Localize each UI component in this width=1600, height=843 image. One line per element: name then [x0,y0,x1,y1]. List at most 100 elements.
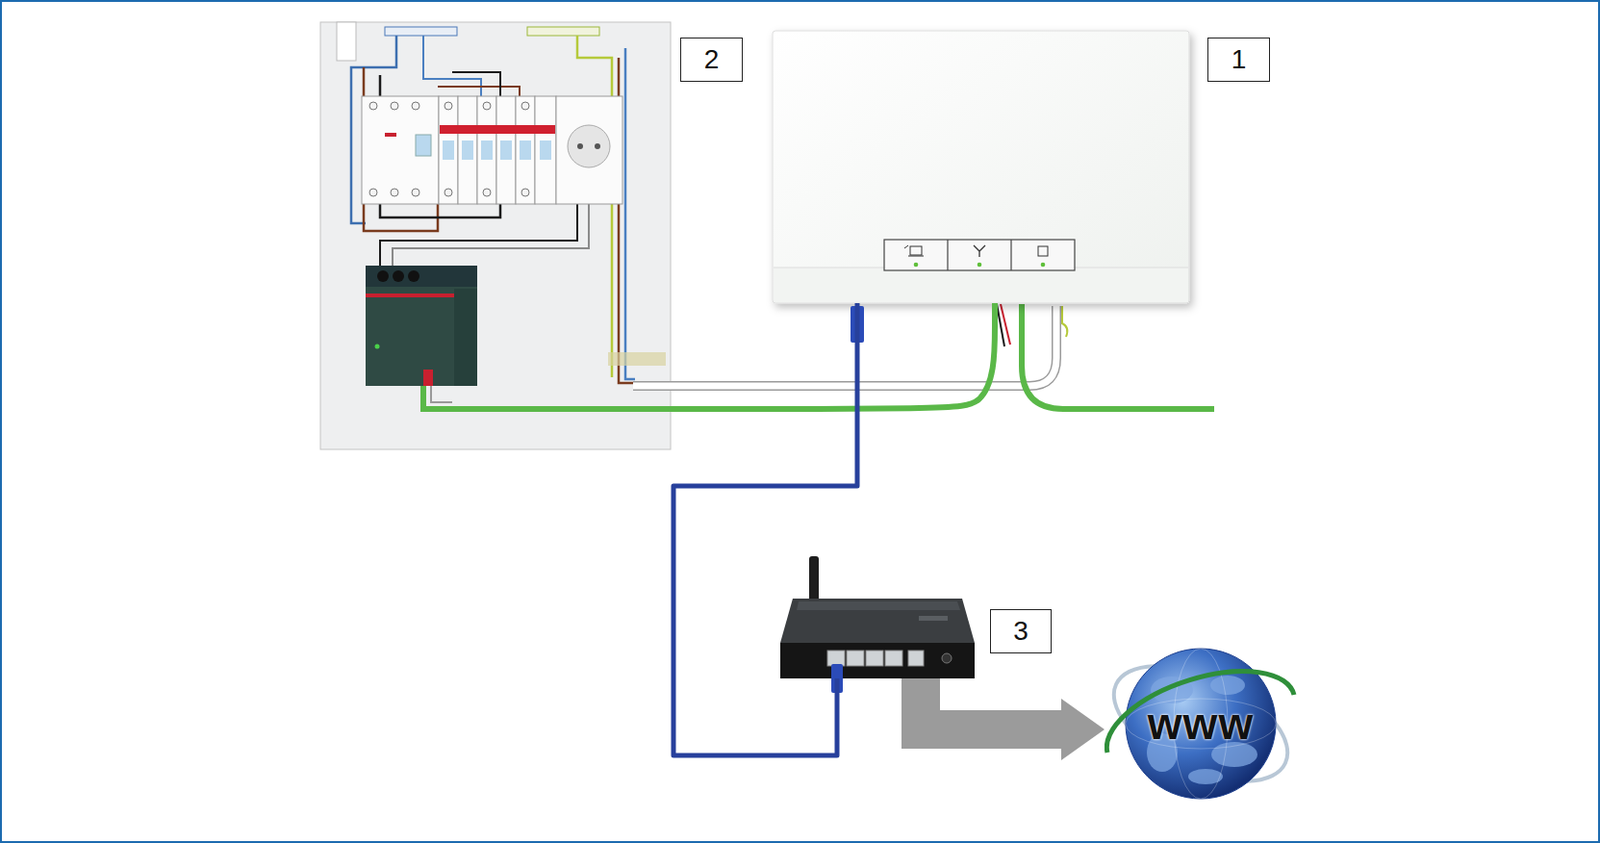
button-strip [884,239,1075,271]
screw [390,188,399,197]
earth-wire [577,35,612,378]
switch-window [461,140,474,160]
router: 3 [780,556,975,679]
access-point: 1 [772,30,1190,304]
terminal [407,270,420,282]
divider [946,239,948,271]
lan-port [865,650,884,666]
power-jack [941,653,952,663]
distribution-panel: 2 [320,22,671,450]
callout-number: 3 [1013,617,1029,645]
breaker [496,96,516,204]
bus-cable [670,303,995,409]
screw [369,101,378,110]
breaker [457,96,478,204]
ethernet-cable [673,303,858,756]
panel-plate [320,22,671,450]
breaker [515,96,535,204]
wire [1000,304,1011,345]
lan-port [827,650,845,666]
wire [996,304,1005,347]
internet-arrow [920,678,1062,730]
wire [625,48,635,380]
callout-number: 1 [1231,46,1247,74]
terminal [392,270,405,282]
orbit-ring [1104,642,1297,806]
din-socket [556,96,623,204]
terminal [377,270,389,282]
internet-globe: www [1104,637,1297,810]
rcd [361,96,439,204]
globe-label-holder: www [1104,637,1297,810]
socket-hole [577,143,584,150]
socket-hole [594,143,601,150]
continent [1210,675,1245,695]
red-strip [439,125,556,134]
callout-box: 2 [680,37,743,82]
router-top [780,598,975,643]
clip [423,369,433,386]
breaker [438,96,458,204]
switch-window [500,140,512,160]
led [977,262,983,268]
cable-tie [608,352,666,366]
bus-cable [1021,304,1215,409]
socket-face [567,125,610,168]
globe-label: www [1147,697,1254,750]
screw [482,101,491,110]
screw [411,188,420,197]
screw [521,101,530,110]
callout-number: 2 [704,46,720,74]
router-plate [918,615,948,621]
callout-box: 1 [1207,37,1270,82]
ap-housing [772,30,1190,304]
switch-window [539,140,552,160]
led [1041,262,1046,268]
screw [444,101,453,110]
supply-side [454,288,478,386]
screw [482,188,491,197]
screws [369,101,585,197]
network-icon [973,245,986,257]
wire [431,385,453,403]
screw [369,188,378,197]
breakers [438,96,557,204]
access-point [772,30,1190,304]
breaker [477,96,497,204]
led [375,344,381,350]
cable-duct [336,22,356,61]
divider [1010,239,1012,271]
callout-box: 3 [990,609,1052,654]
wan-port [908,650,924,666]
wire [392,203,589,266]
screw [390,101,399,110]
pc-icon [910,246,922,255]
wire [452,72,501,97]
router [780,556,975,679]
breaker [534,96,557,204]
screw [444,188,453,197]
switch-window [481,140,493,160]
system-icon [1038,246,1048,256]
neutral-bar [384,26,458,36]
power-supply [365,265,478,386]
grid-line [1125,698,1276,749]
lan-port [885,650,903,666]
pc-icon [904,245,924,256]
distribution-panel [320,22,671,450]
ap-band [773,267,1189,303]
orbit-ring [1106,671,1295,753]
wire [437,86,520,97]
switch-window [415,134,432,156]
router-highlight [796,601,961,610]
wire [1062,305,1067,337]
screw [411,101,420,110]
lan-port [846,650,864,666]
switch-window [442,140,455,160]
led [914,262,919,268]
screw [521,188,530,197]
